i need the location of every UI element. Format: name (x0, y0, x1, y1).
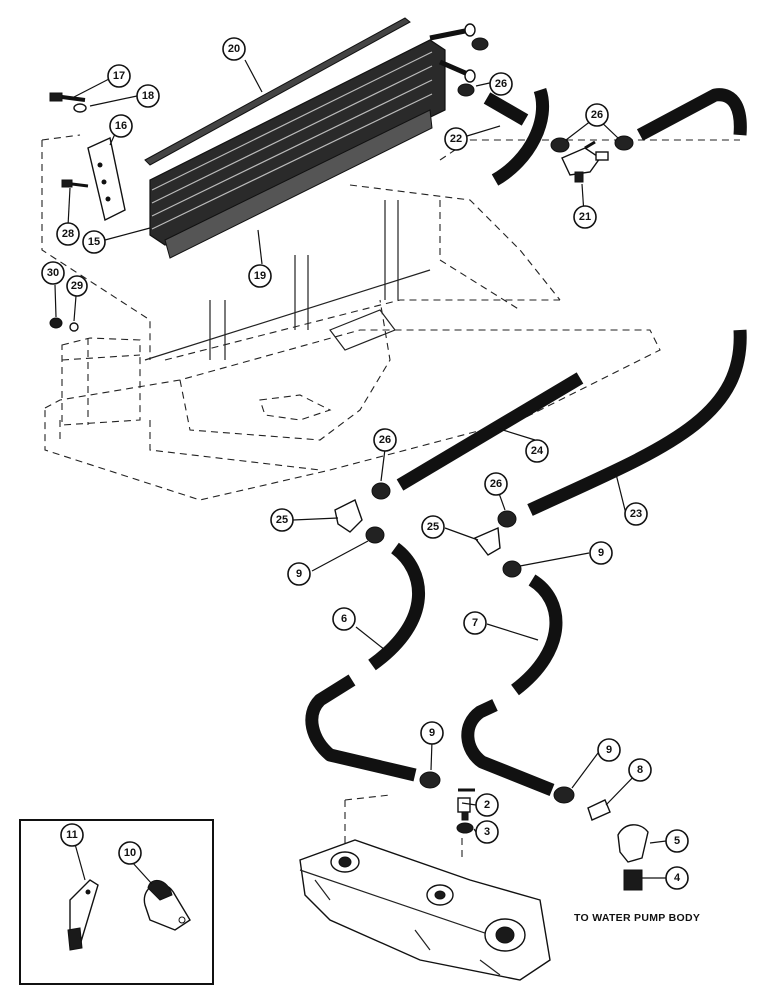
callout-25-left: 25 (270, 508, 294, 532)
callout-26-valve: 26 (585, 103, 609, 127)
callout-2: 2 (475, 793, 499, 817)
callout-22: 22 (444, 127, 468, 151)
svg-text:5: 5 (674, 835, 680, 847)
callout-19: 19 (248, 264, 272, 288)
svg-text:9: 9 (598, 547, 604, 559)
svg-text:8: 8 (637, 764, 643, 776)
callout-5: 5 (665, 829, 689, 853)
svg-text:7: 7 (472, 617, 478, 629)
callout-9-upper-right: 9 (589, 541, 613, 565)
callout-18: 18 (136, 84, 160, 108)
fitting-4 (623, 869, 643, 891)
svg-text:2: 2 (484, 799, 490, 811)
svg-text:10: 10 (124, 847, 136, 859)
callout-26-right: 26 (484, 472, 508, 496)
svg-text:29: 29 (71, 280, 83, 292)
hose-24 (396, 372, 584, 491)
svg-text:17: 17 (113, 70, 125, 82)
callout-10: 10 (118, 841, 142, 865)
svg-text:28: 28 (62, 228, 74, 240)
clip-10 (143, 879, 191, 931)
callout-26-left: 26 (373, 428, 397, 452)
nut-29 (69, 322, 79, 332)
callout-28: 28 (56, 222, 80, 246)
callout-11: 11 (60, 823, 84, 847)
svg-text:26: 26 (591, 109, 603, 121)
upper-hose (636, 88, 747, 141)
svg-text:25: 25 (427, 521, 439, 533)
callout-29: 29 (66, 275, 88, 297)
svg-text:4: 4 (674, 872, 681, 884)
svg-text:18: 18 (142, 90, 154, 102)
strap-11 (67, 879, 99, 951)
clamp-9 (365, 526, 575, 804)
svg-text:23: 23 (630, 508, 642, 520)
seat-box (61, 337, 141, 426)
callout-25-right: 25 (421, 515, 445, 539)
callout-15: 15 (82, 230, 106, 254)
note-water-pump-body: TO WATER PUMP BODY (574, 912, 700, 924)
callout-9-lower-left: 9 (420, 721, 444, 745)
callout-3: 3 (475, 820, 499, 844)
bolt-17 (49, 92, 86, 102)
svg-text:9: 9 (429, 727, 435, 739)
bracket-16 (87, 137, 126, 222)
svg-text:21: 21 (579, 211, 591, 223)
hose-22 (483, 87, 550, 186)
svg-text:15: 15 (88, 236, 100, 248)
engine-manifold (299, 794, 551, 981)
foam-strip-19 (164, 109, 433, 259)
svg-text:9: 9 (296, 568, 302, 580)
svg-text:6: 6 (341, 613, 347, 625)
screw-28 (61, 179, 89, 188)
callout-4: 4 (665, 866, 689, 890)
callout-23: 23 (624, 502, 648, 526)
heater-core (149, 23, 476, 246)
drain-cock-2 (457, 788, 475, 821)
svg-text:3: 3 (484, 826, 490, 838)
fitting-8 (587, 799, 611, 821)
svg-text:26: 26 (495, 78, 507, 90)
callout-16: 16 (109, 114, 133, 138)
inset-box (19, 819, 214, 985)
svg-text:20: 20 (228, 43, 240, 55)
svg-text:22: 22 (450, 133, 462, 145)
callout-21: 21 (573, 205, 597, 229)
svg-text:16: 16 (115, 120, 127, 132)
svg-text:11: 11 (66, 829, 78, 841)
nut-30 (49, 317, 63, 329)
svg-text:26: 26 (379, 434, 391, 446)
callout-9-upper-left: 9 (287, 562, 311, 586)
valve-21 (561, 140, 609, 183)
callout-20: 20 (222, 37, 246, 61)
hose-23 (527, 329, 747, 516)
plug-3 (456, 822, 474, 834)
callout-6: 6 (332, 607, 356, 631)
callout-7: 7 (463, 611, 487, 635)
elbow-5 (617, 824, 649, 863)
svg-text:26: 26 (490, 478, 502, 490)
svg-text:19: 19 (254, 270, 266, 282)
callout-24: 24 (525, 439, 549, 463)
svg-text:24: 24 (531, 445, 544, 457)
foam-strip-20 (144, 17, 411, 166)
svg-text:9: 9 (606, 744, 612, 756)
elbow-25 (334, 499, 501, 556)
callout-26-top: 26 (489, 72, 513, 96)
hose-6 (305, 542, 426, 782)
frame-brackets (144, 200, 431, 441)
svg-text:25: 25 (276, 514, 288, 526)
callout-30: 30 (41, 261, 65, 285)
clamp-26 (371, 37, 634, 528)
washer-18 (73, 103, 87, 113)
callout-17: 17 (107, 64, 131, 88)
hose-7 (461, 574, 563, 797)
callout-8: 8 (628, 758, 652, 782)
svg-text:30: 30 (47, 267, 59, 279)
platform-outline (41, 134, 740, 501)
callout-9-lower-right: 9 (597, 738, 621, 762)
